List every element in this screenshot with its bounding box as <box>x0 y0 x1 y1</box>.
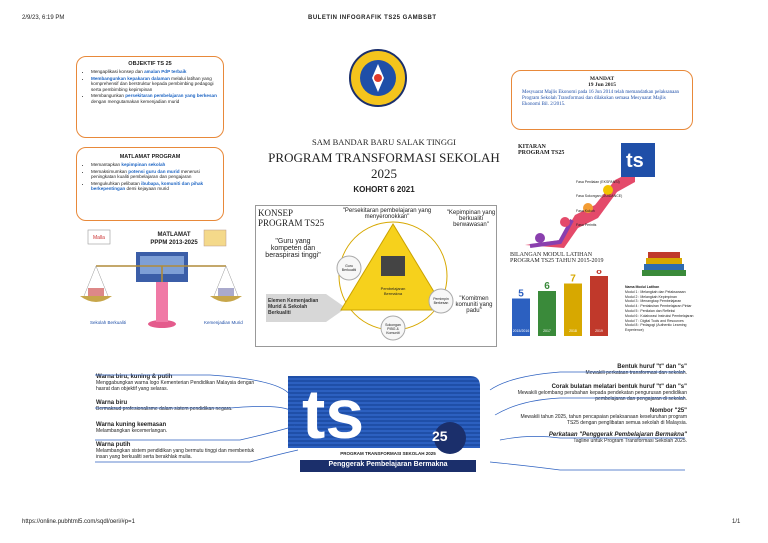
modul-list: Nama Modul Latihan Modul 1 : Melangkah d… <box>625 285 694 333</box>
objektif-title: OBJEKTIF TS 25 <box>128 61 172 67</box>
logo-tagline: Penggerak Pembelajaran Bermakna <box>328 461 448 468</box>
kitaran-labels: Fasa Penilaian (EKSPANSI) Fasa Sokongan … <box>576 180 623 227</box>
mandat-box: MANDAT 19 Jun 2015 Mesyuarat Majlis Ekon… <box>511 70 693 130</box>
kitaran-stairs-graphic <box>525 170 635 248</box>
modul-value-label: 6 <box>544 281 550 292</box>
connector-lines <box>95 371 685 471</box>
print-title: BULETIN INFOGRAFIK TS25 GAMBSBT <box>308 15 437 21</box>
objektif-item: Mengaplikasi konsep dan amalan PdP terba… <box>91 69 223 75</box>
mandat-date: 19 Jun 2015 <box>587 82 617 88</box>
modul-value-label: 7 <box>570 274 576 285</box>
school-name: SAM BANDAR BARU SALAK TINGGI <box>312 137 456 147</box>
quote-kepimpinan: "Kepimpinan yang berkualiti berwawasan" <box>446 210 496 228</box>
ts25-small-logo: ts <box>621 143 655 177</box>
program-title-line2: 2025 <box>371 166 397 181</box>
modul-year-label: 2015/2016 <box>513 329 530 333</box>
modul-year-label: 2018 <box>569 329 577 333</box>
legend-item: Nombor "25"Mewakili tahun 2025, tahun pe… <box>520 408 687 426</box>
modul-bar <box>590 276 608 336</box>
svg-text:Malla: Malla <box>93 235 105 241</box>
modul-value-label: 5 <box>518 289 524 300</box>
matlamat-item: Memantapkan kepimpinan sekolah <box>91 162 223 168</box>
quote-guru: "Guru yang kompeten dan beraspirasi ting… <box>265 238 321 259</box>
legend-item: Corak bulatan melatari bentuk huruf "t" … <box>517 384 687 402</box>
modul-year-label: 2017 <box>543 329 551 333</box>
legend-item: Bentuk huruf "t" dan "s"Mewakili perkata… <box>585 364 687 376</box>
objektif-box: OBJEKTIF TS 25 Mengaplikasi konsep dan a… <box>76 56 224 138</box>
ts25-main-logo: ts 25 PROGRAM TRANSFORMASI SEKOLAH 2025 … <box>280 368 485 476</box>
node-guru: Guru Berkualiti <box>341 264 357 272</box>
center-label: Pembelajaran Bermakna <box>380 286 406 296</box>
pppm-title: MATLAMAT <box>157 232 191 238</box>
objektif-list: Mengaplikasi konsep dan amalan PdP terba… <box>77 69 223 105</box>
matlamat-program-box: MATLAMAT PROGRAM Memantapkan kepimpinan … <box>76 147 224 221</box>
konsep-triangle-diagram <box>266 221 454 341</box>
modul-value-label: 8 <box>596 270 602 277</box>
quote-komitmen: "Komitmen komuniti yang padu" <box>455 296 493 314</box>
modul-year-label: 2019 <box>595 329 603 333</box>
logo-num: 25 <box>432 428 448 444</box>
matlamat-item: Memaksimumkan potensi guru dan murid men… <box>91 169 223 180</box>
program-title-line1: PROGRAM TRANSFORMASI SEKOLAH <box>268 150 500 165</box>
mandat-title: MANDAT <box>589 76 615 82</box>
objektif-item: Membangunkan persekitaran pembelajaran y… <box>91 93 223 104</box>
legend-right: Bentuk huruf "t" dan "s"Mewakili perkata… <box>512 364 687 444</box>
school-crest-logo <box>349 49 407 107</box>
matlamat-program-list: Memantapkan kepimpinan sekolah Memaksimu… <box>77 162 223 192</box>
modul-bar <box>564 283 582 336</box>
matlamat-pppm-illustration: MATLAMAT PPPM 2013-2025 Malla Sekolah Be… <box>76 226 246 336</box>
kohort-label: KOHORT 6 2021 <box>353 185 415 194</box>
mandat-text: Mesyuarat Majlis Ekonomi pada 16 Jun 201… <box>522 90 680 107</box>
balance-scale-icon: Malla <box>80 229 242 328</box>
modul-bar <box>538 291 556 336</box>
quote-persekitaran: "Persekitaran pembelajaran yang menyeron… <box>342 208 432 220</box>
svg-text:ts: ts <box>626 150 644 172</box>
node-sokongan: Sokongan PIBG & Komuniti <box>385 323 401 335</box>
legend-item: Perkataan "Penggerak Pembelajaran Bermak… <box>548 432 687 444</box>
node-pemimpin: Pemimpin Berkesan <box>433 297 449 305</box>
modul-bar <box>512 298 530 336</box>
sekolah-berkualiti-label: Sekolah Berkualiti <box>90 320 127 325</box>
books-icon <box>642 252 686 276</box>
kemenjadian-murid-label: Kemenjadian Murid <box>204 320 243 325</box>
logo-sub: PROGRAM TRANSFORMASI SEKOLAH 2025 <box>340 451 436 456</box>
modul-bar-chart: 5 2015/2016 6 2017 7 2018 8 2019 <box>512 270 608 336</box>
matlamat-item: Mengukuhkan pelibatan ibubapa, komuniti … <box>91 181 223 192</box>
objektif-item: Membangunkan kepakaran dalaman melalui l… <box>91 76 223 93</box>
pppm-subtitle: PPPM 2013-2025 <box>150 240 198 246</box>
elemen-arrow-text: Elemen Kemenjadian Murid & Sekolah Berku… <box>268 298 319 316</box>
print-url: https://online.pubhtml5.com/sqdl/oeri/#p… <box>22 519 135 525</box>
matlamat-program-title: MATLAMAT PROGRAM <box>119 154 181 160</box>
svg-text:ts: ts <box>302 375 364 453</box>
print-datetime: 2/9/23, 6:19 PM <box>22 15 65 21</box>
print-page: 1/1 <box>732 519 741 525</box>
